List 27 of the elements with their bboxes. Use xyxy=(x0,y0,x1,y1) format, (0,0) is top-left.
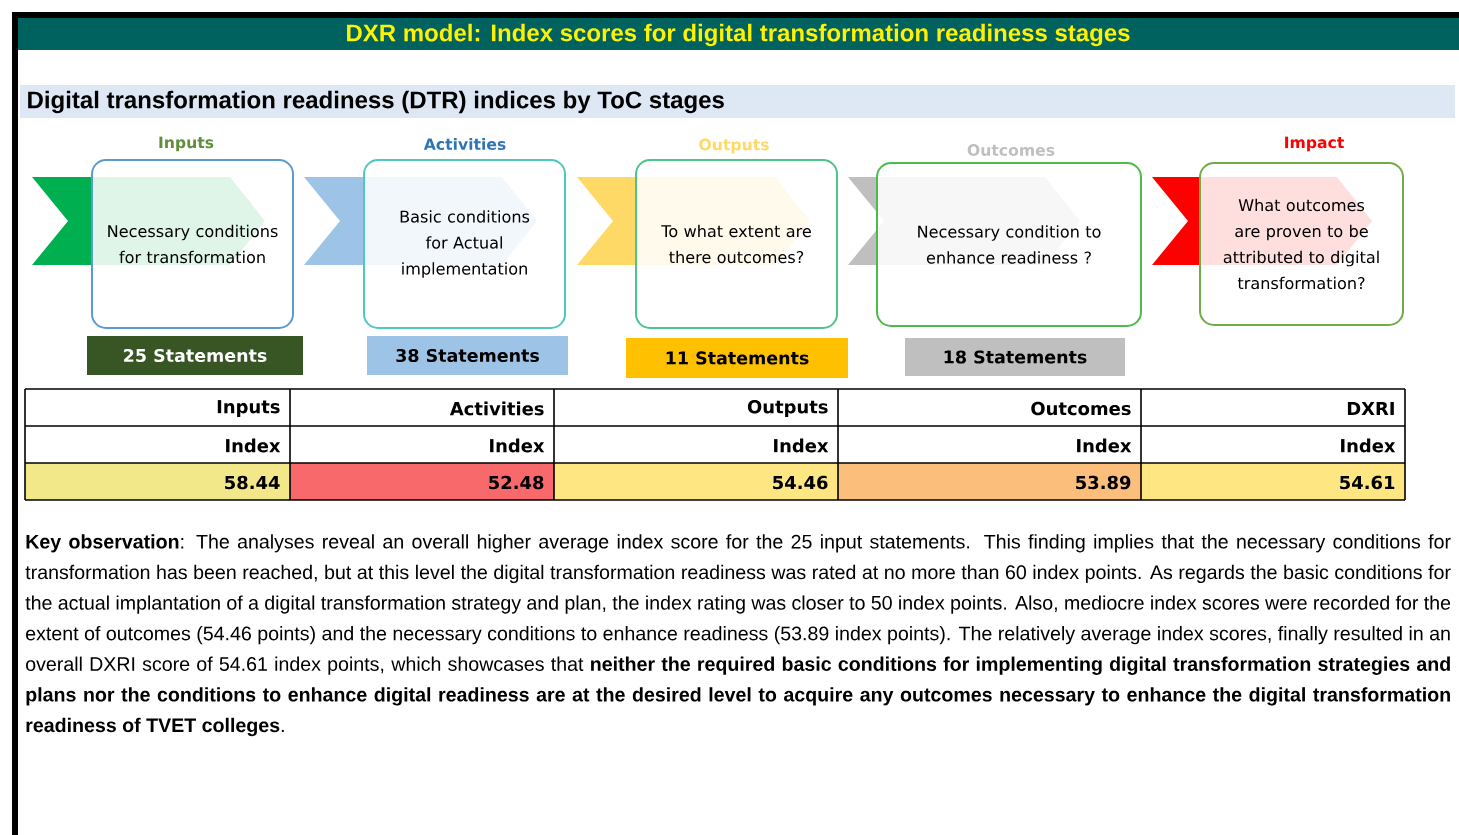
table-cell: Index xyxy=(226,438,281,453)
heading-band: Digital transformation readiness (DTR) indices by ToC stages xyxy=(20,85,1455,118)
table-cell: Index xyxy=(774,438,829,453)
table-cell: Index xyxy=(490,438,545,453)
stage-heading: Inputs xyxy=(159,136,214,152)
table-cell: Index xyxy=(1077,438,1132,453)
stage-box: Basic conditions for Actual implementation xyxy=(363,159,566,329)
title-band: DXR model: Index scores for digital transformation readiness stages xyxy=(18,18,1459,50)
stage-heading: Outcomes xyxy=(967,144,1055,156)
table-cell: Inputs xyxy=(217,400,280,417)
statement-bar: 25 Statements xyxy=(87,336,303,375)
statement-bar: 18 Statements xyxy=(905,338,1125,376)
stage-heading: Outputs xyxy=(699,138,769,154)
table-cell: Outcomes xyxy=(1031,401,1131,416)
stage-heading: Impact xyxy=(1285,136,1344,152)
table-cell: Outputs xyxy=(747,399,828,417)
stage-box: Necessary condition to enhance readiness ? xyxy=(876,162,1142,327)
table-cell: DXRI xyxy=(1347,401,1394,416)
table-cell: Index xyxy=(1341,438,1396,453)
observation-text: Key observation: The analyses reveal an overall higher average index score for the 25 input statements. This finding implies that the necessary conditions for transformation has been reached, but at this level the digital transformation readiness was rated at no more than 60 index points. As regards the basic conditions for the actual implantation of a digital transformation strategy and plan, the index rating was closer to 50 index points. Also, mediocre index scores were recorded for the extent of outcomes (54.46 points) and the necessary conditions to enhance readiness (53.89 index points). The relatively average index scores, finally resulted in an overall DXRI score of 54.61 index points, which showcases that neither the required basic conditions for implementing digital transformation strategies and plans nor the conditions to enhance digital readiness are at the desired level to acquire any outcomes necessary to enhance the digital transformation readiness of TVET colleges. xyxy=(25,534,1451,737)
stage-heading: Activities xyxy=(423,137,506,151)
statement-bar: 38 Statements xyxy=(367,336,568,375)
statement-bar: 11 Statements xyxy=(626,338,848,378)
stage-box: To what extent are there outcomes? xyxy=(635,159,838,329)
stage-box: Necessary conditions for transformation xyxy=(91,159,294,329)
table-cell: Activities xyxy=(449,401,544,416)
stage-box: What outcomes are proven to be attributed to digital transformation? xyxy=(1199,162,1404,326)
